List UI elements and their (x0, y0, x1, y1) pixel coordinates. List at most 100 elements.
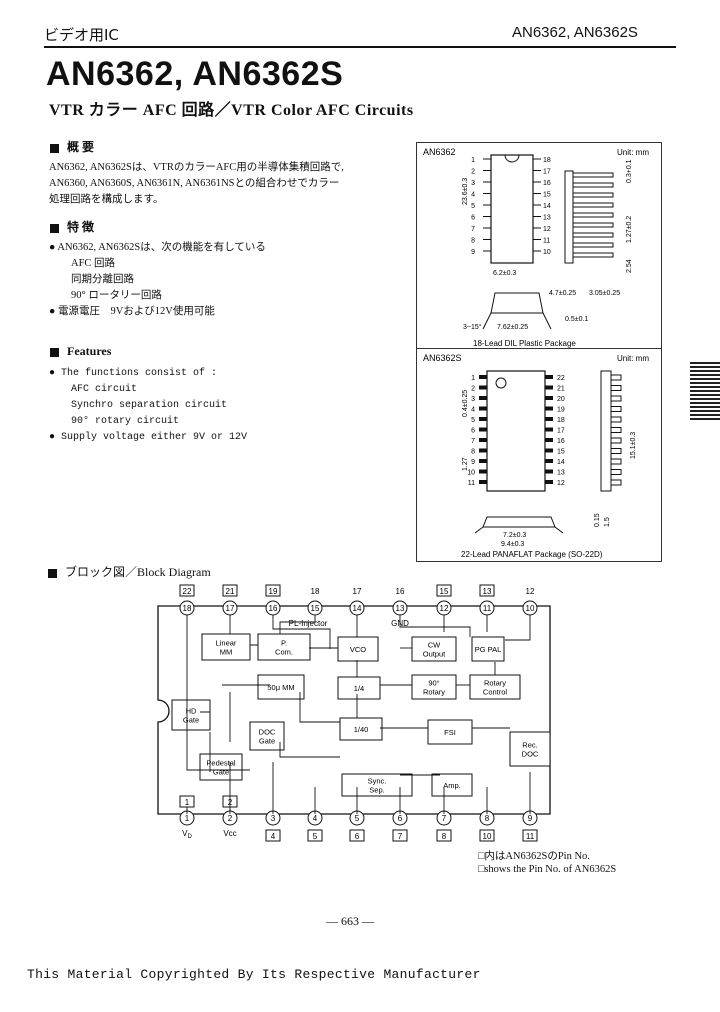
package-end-leads (482, 312, 552, 330)
package-pin-number: 18 (557, 417, 565, 424)
pin-box-s (392, 829, 408, 842)
package-side-lead (610, 427, 622, 433)
package-pin-number: 19 (557, 407, 565, 414)
svg-text:Rotary: Rotary (423, 688, 445, 697)
package-dimension: 0.4±0.25 (462, 390, 469, 417)
package-pin-lead (545, 375, 553, 379)
package-caption: 22-Lead PANAFLAT Package (SO-22D) (461, 550, 603, 559)
svg-text:Sync.: Sync. (368, 777, 387, 786)
package-pin-number: 6 (471, 215, 475, 222)
package-pin-number: 7 (471, 438, 475, 445)
svg-text:Output: Output (423, 650, 446, 659)
div4-block: 1/4 (337, 676, 381, 700)
package-body (490, 154, 534, 264)
package-side-body (564, 170, 574, 264)
package-pin-number: 20 (557, 396, 565, 403)
svg-text:VCO: VCO (350, 645, 366, 654)
pin-number-top: 18 (183, 604, 192, 613)
package-caption: 18-Lead DIL Plastic Package (473, 339, 576, 348)
package-dimension: 4.7±0.25 (549, 290, 576, 297)
package-pin-number: 18 (543, 157, 551, 164)
package-pin-lead (479, 406, 487, 411)
pin-name-vd: VD (182, 829, 192, 840)
svg-text:Rotary: Rotary (484, 679, 506, 688)
feature-item: ● 電源電圧 9Vおよび12V使用可能 (49, 306, 215, 317)
package-pin-number: 5 (471, 203, 475, 210)
package-dimension: 1.5 (604, 517, 611, 527)
feature-item: 90° rotary circuit (71, 416, 180, 427)
pin-number-top: 10 (526, 604, 535, 613)
package-dimension: 23.6±0.3 (462, 178, 469, 205)
bullet-square-icon (48, 568, 57, 578)
pin-number-s-bottom: 8 (442, 832, 447, 841)
bullet-square-icon (50, 347, 59, 357)
package-dimension: 9.4±0.3 (501, 541, 524, 548)
feature-item: AFC circuit (71, 384, 138, 395)
package-notch (504, 154, 520, 163)
bullet-square-icon (50, 143, 59, 153)
pin-number-s-bottom: 1 (185, 798, 190, 807)
block-diagram-heading: ブロック図／Block Diagram (48, 563, 211, 580)
package-pin-lead (545, 459, 553, 463)
package-pin-number: 15 (557, 449, 565, 456)
package-end-leads (474, 526, 564, 534)
feature-item: AFC 回路 (71, 258, 116, 269)
pin-box-s (179, 584, 195, 597)
pin-number-s-bottom: 4 (271, 832, 276, 841)
pin-number-s-bottom: 6 (355, 832, 360, 841)
package-pin-number: 3 (471, 396, 475, 403)
svg-text:Linear: Linear (216, 639, 237, 648)
pin-box-s (479, 829, 495, 842)
svg-text:FSI: FSI (444, 728, 456, 737)
package-dimension: 2.54 (626, 259, 633, 273)
package-pin-number: 16 (543, 180, 551, 187)
package-dimension: 6.2±0.3 (493, 270, 516, 277)
svg-text:90°: 90° (428, 679, 439, 688)
svg-text:PG PAL: PG PAL (475, 645, 502, 654)
feature-item: 90° ロータリー回路 (71, 290, 162, 301)
package-dimension: 0.3+0.1 (626, 159, 633, 183)
pin-number-top: 12 (440, 604, 449, 613)
svg-text:Rec.: Rec. (522, 741, 537, 750)
package-side-lead (610, 416, 622, 423)
header-category: ビデオ用IC (44, 26, 119, 44)
package-side-lead (572, 232, 614, 238)
pin-box-s (479, 584, 495, 597)
package-pin-number: 6 (471, 428, 475, 435)
pin-number-s-top: 17 (353, 587, 362, 596)
feature-item: ● Supply voltage either 9V or 12V (49, 432, 248, 443)
package-dimension: 3.05±0.25 (589, 290, 620, 297)
package-pin-number: 1 (471, 157, 475, 164)
svg-text:Control: Control (483, 688, 508, 697)
pin-number-bottom: 6 (398, 814, 403, 823)
package-pin-lead (479, 438, 487, 442)
pin-box-s (222, 584, 238, 597)
svg-text:DOC: DOC (522, 750, 539, 759)
package-dimension: 0.15 (594, 513, 601, 527)
pin-box-s (436, 829, 452, 842)
pin-box-s (349, 829, 365, 842)
svg-text:1/40: 1/40 (354, 725, 369, 734)
package-pin-lead (479, 385, 487, 390)
package-pin-number: 14 (557, 459, 565, 466)
package-pin-number: 10 (543, 249, 551, 256)
package-side-lead (572, 202, 614, 208)
pin-number-s-top: 18 (311, 587, 320, 596)
pin-number-s-top: 21 (226, 587, 235, 596)
package-pin-lead (545, 396, 553, 400)
package-pin-lead (479, 417, 487, 421)
pin-number-top: 16 (269, 604, 278, 613)
pin-box-s (265, 829, 281, 842)
package-pin-number: 17 (543, 169, 551, 176)
package-pin-number: 12 (557, 480, 565, 487)
header-part-numbers: AN6362, AN6362S (512, 24, 638, 41)
svg-text:50μ MM: 50μ MM (267, 683, 294, 692)
svg-text:Pedestal: Pedestal (206, 759, 236, 768)
package-pin-number: 2 (471, 169, 475, 176)
package-pin-number: 15 (543, 192, 551, 199)
pin-number-s-bottom: 10 (483, 832, 492, 841)
package-dimension: 1.27 (462, 457, 469, 471)
package-side-lead (610, 469, 622, 475)
package-pin-number: 10 (467, 470, 475, 477)
